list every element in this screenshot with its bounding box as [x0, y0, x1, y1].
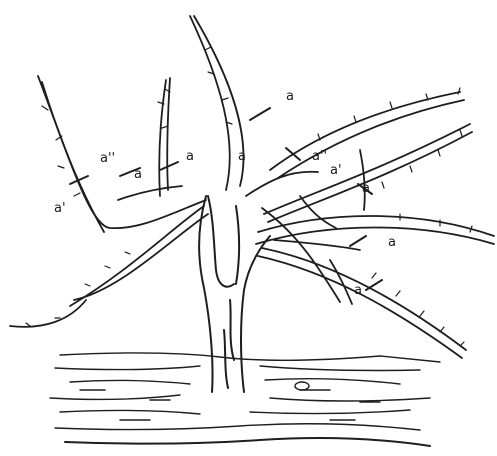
buds: [26, 47, 472, 346]
branches: [10, 16, 494, 358]
label-a-9: a'': [312, 149, 327, 164]
ground: [50, 353, 440, 446]
trunk: [199, 196, 270, 392]
label-a-4: a: [134, 167, 142, 182]
label-a-1: a: [286, 89, 294, 104]
label-a-8: a'': [100, 151, 115, 166]
label-a-2: a: [186, 149, 194, 164]
label-a-7: a: [354, 283, 362, 298]
label-a-11: a': [330, 163, 342, 178]
label-a-3: a: [238, 149, 246, 164]
cut-marks: [70, 108, 382, 290]
label-a-5: a: [362, 181, 370, 196]
label-a-6: a: [388, 235, 396, 250]
label-a-10: a': [54, 201, 66, 216]
